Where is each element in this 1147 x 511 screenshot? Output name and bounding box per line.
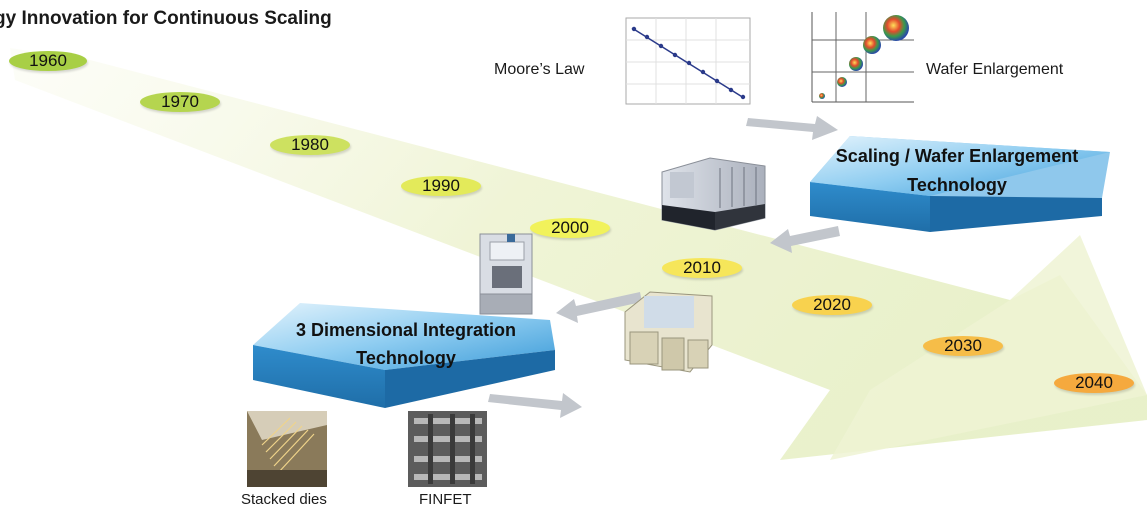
three-d-plate <box>253 303 555 408</box>
diagram-title: gy Innovation for Continuous Scaling <box>0 8 332 29</box>
year-2000: 2000 <box>530 218 610 238</box>
equipment-cabinet-image <box>479 233 533 315</box>
year-1980: 1980 <box>270 135 350 155</box>
three-d-plate-title-line2: Technology <box>356 348 456 368</box>
stacked-dies-label: Stacked dies <box>241 491 327 508</box>
moores-law-chart <box>625 17 751 105</box>
year-2040: 2040 <box>1054 373 1134 393</box>
year-2030: 2030 <box>923 336 1003 356</box>
moores-law-label: Moore’s Law <box>494 61 585 78</box>
finfet-label: FINFET <box>419 491 472 508</box>
year-1960: 1960 <box>9 51 87 71</box>
wafer-enlargement-label: Wafer Enlargement <box>926 61 1064 78</box>
three-d-plate-title-line1: 3 Dimensional Integration <box>295 320 517 340</box>
wafer-enlargement-chart <box>806 12 914 103</box>
cluster-tool-image <box>624 291 713 373</box>
pointer-arrows <box>488 116 840 418</box>
lithography-tool-image <box>661 157 766 231</box>
finfet-image <box>408 411 487 487</box>
year-1990: 1990 <box>401 176 481 196</box>
year-2020: 2020 <box>792 295 872 315</box>
scaling-plate-title-line2: Technology <box>907 175 1007 195</box>
year-1970: 1970 <box>140 92 220 112</box>
stacked-dies-image <box>247 411 327 487</box>
scaling-plate-title-line1: Scaling / Wafer Enlargement <box>835 146 1079 166</box>
year-2010: 2010 <box>662 258 742 278</box>
scaling-plate <box>810 136 1110 232</box>
